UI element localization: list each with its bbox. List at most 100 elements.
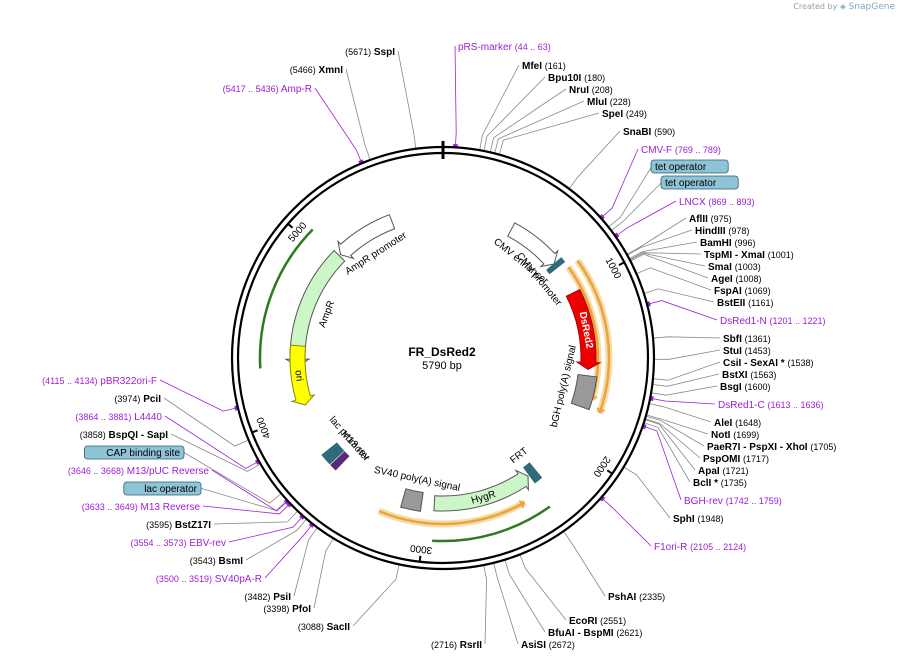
site-label-enzyme[interactable]: BstXI (1563) <box>722 370 776 381</box>
site-label-primer[interactable]: F1ori-R (2105 .. 2124) <box>654 542 746 553</box>
site-name: AsiSI <box>521 640 546 651</box>
site-label-feature[interactable]: tet operator <box>660 175 739 190</box>
primer-site-mark <box>254 459 260 465</box>
leader-line <box>352 564 400 627</box>
site-label-text: AgeI (1008) <box>711 274 761 285</box>
site-label-enzyme[interactable]: NruI (208) <box>569 85 613 96</box>
feature-hygr[interactable]: HygR <box>433 469 529 512</box>
site-label-primer[interactable]: LNCX (869 .. 893) <box>679 197 755 208</box>
site-label-enzyme[interactable]: AleI (1648) <box>714 418 761 429</box>
site-label-enzyme[interactable]: AsiSI (2672) <box>521 640 575 651</box>
site-label-primer[interactable]: (3646 .. 3668) M13/pUC Reverse <box>68 466 210 477</box>
feature-shape[interactable] <box>400 488 424 512</box>
site-label-enzyme[interactable]: BamHI (996) <box>700 238 755 249</box>
site-label-enzyme[interactable]: SpeI (249) <box>602 109 647 120</box>
feature-shape[interactable] <box>337 214 396 260</box>
feature-shape[interactable] <box>507 222 559 268</box>
feature-ampr-promoter[interactable]: AmpR promoter <box>337 214 409 278</box>
site-label-enzyme[interactable]: AgeI (1008) <box>711 274 761 285</box>
site-label-enzyme[interactable]: (3543) BsmI <box>190 556 243 567</box>
feature-dsred2[interactable]: DsRed2 <box>565 288 602 371</box>
site-label-enzyme[interactable]: ApaI (1721) <box>698 466 748 477</box>
site-label-enzyme[interactable]: (3482) PsiI <box>244 592 291 603</box>
site-label-enzyme[interactable]: PshAI (2335) <box>608 592 665 603</box>
site-label-primer[interactable]: (3633 .. 3649) M13 Reverse <box>82 502 201 513</box>
site-label-enzyme[interactable]: BfuAI - BspMI (2621) <box>548 628 642 639</box>
site-label-enzyme[interactable]: NotI (1699) <box>711 430 759 441</box>
site-position: (1948) <box>697 514 723 524</box>
site-label-primer[interactable]: DsRed1-N (1201 .. 1221) <box>720 316 826 327</box>
site-label-enzyme[interactable]: (5671) SspI <box>345 47 395 58</box>
feature-shape[interactable] <box>522 462 543 484</box>
site-label-enzyme[interactable]: CsiI - SexAI * (1538) <box>723 358 814 369</box>
site-name: NruI <box>569 85 589 96</box>
site-label-primer[interactable]: (3864 .. 3881) L4440 <box>75 412 162 423</box>
site-name: AgeI <box>711 274 733 285</box>
site-label-enzyme[interactable]: SbfI (1361) <box>723 334 771 345</box>
site-label-text: PspOMI (1717) <box>703 454 769 465</box>
feature-label-name: CAP binding site <box>106 448 180 459</box>
feature-shape[interactable] <box>321 442 345 465</box>
feature-shape[interactable] <box>289 344 316 406</box>
site-label-enzyme[interactable]: (3974) PciI <box>114 394 161 405</box>
site-label-enzyme[interactable]: Bpu10I (180) <box>548 73 605 84</box>
site-label-primer[interactable]: (5417 .. 5436) Amp-R <box>223 84 312 95</box>
site-label-enzyme[interactable]: BstEII (1161) <box>717 298 773 309</box>
site-label-primer[interactable]: (4115 .. 4134) pBR322ori-F <box>42 376 157 387</box>
site-label-enzyme[interactable]: PspOMI (1717) <box>703 454 769 465</box>
site-label-enzyme[interactable]: TspMI - XmaI (1001) <box>704 250 794 261</box>
site-label-primer[interactable]: DsRed1-C (1613 .. 1636) <box>718 400 824 411</box>
site-label-text: NruI (208) <box>569 85 613 96</box>
site-label-primer[interactable]: (3500 .. 3519) SV40pA-R <box>156 574 262 585</box>
site-label-feature[interactable]: CAP binding site <box>84 445 185 460</box>
site-label-enzyme[interactable]: BsgI (1600) <box>720 382 770 393</box>
feature-label-box <box>660 175 739 190</box>
site-label-enzyme[interactable]: SmaI (1003) <box>708 262 761 273</box>
feature-shape[interactable] <box>570 374 598 411</box>
feature-shape[interactable] <box>433 469 529 512</box>
site-label-enzyme[interactable]: (3858) BspQI - SapI <box>80 430 168 441</box>
feature-shape[interactable] <box>565 288 602 371</box>
site-label-enzyme[interactable]: MfeI (161) <box>522 61 566 72</box>
site-position: (3482) <box>244 592 270 602</box>
site-label-primer[interactable]: (3554 .. 3573) EBV-rev <box>130 538 226 549</box>
site-label-enzyme[interactable]: SphI (1948) <box>673 514 723 525</box>
site-label-primer[interactable]: BGH-rev (1742 .. 1759) <box>684 496 782 507</box>
site-name: EcoRI <box>569 616 598 627</box>
site-label-enzyme[interactable]: StuI (1453) <box>723 346 771 357</box>
site-label-primer[interactable]: pRS-marker (44 .. 63) <box>458 42 551 53</box>
site-label-primer[interactable]: CMV-F (769 .. 789) <box>641 145 721 156</box>
site-name: FspAI <box>714 286 742 297</box>
site-position: (3088) <box>298 622 324 632</box>
feature-shape[interactable] <box>546 257 566 275</box>
site-label-enzyme[interactable]: (3088) SacII <box>298 622 350 633</box>
site-label-feature[interactable]: tet operator <box>650 159 729 174</box>
primer-site-mark <box>308 523 314 528</box>
site-label-enzyme[interactable]: HindIII (978) <box>695 226 749 237</box>
site-position: (1735) <box>721 478 747 488</box>
site-label-enzyme[interactable]: (2716) RsrII <box>431 640 482 651</box>
site-label-text: StuI (1453) <box>723 346 771 357</box>
feature-shape[interactable] <box>284 249 346 367</box>
site-label-enzyme[interactable]: (5466) XmnI <box>290 65 343 76</box>
site-label-enzyme[interactable]: BclI * (1735) <box>693 478 747 489</box>
site-label-enzyme[interactable]: (3398) PfoI <box>263 604 311 615</box>
site-label-enzyme[interactable]: MluI (228) <box>587 97 631 108</box>
site-position: (161) <box>545 61 566 71</box>
feature-shape[interactable] <box>330 451 350 471</box>
feature-label: FRT <box>508 446 530 467</box>
feature-ori[interactable]: ori <box>289 344 316 406</box>
site-name: Bpu10I <box>548 73 582 84</box>
leader-line <box>202 503 291 515</box>
site-label-enzyme[interactable]: AflII (975) <box>689 214 732 225</box>
leader-line <box>650 397 716 405</box>
site-label-enzyme[interactable]: EcoRI (2551) <box>569 616 626 627</box>
site-label-feature[interactable]: lac operator <box>123 481 202 496</box>
site-label-enzyme[interactable]: SnaBI (590) <box>623 127 675 138</box>
leader-line <box>623 466 671 519</box>
site-label-enzyme[interactable]: PaeR7I - PspXI - XhoI (1705) <box>707 442 836 453</box>
site-label-enzyme[interactable]: FspAI (1069) <box>714 286 771 297</box>
site-label-enzyme[interactable]: (3595) BstZ17I <box>146 520 211 531</box>
site-label-text: ApaI (1721) <box>698 466 748 477</box>
site-label-text: tet operator <box>655 162 707 173</box>
